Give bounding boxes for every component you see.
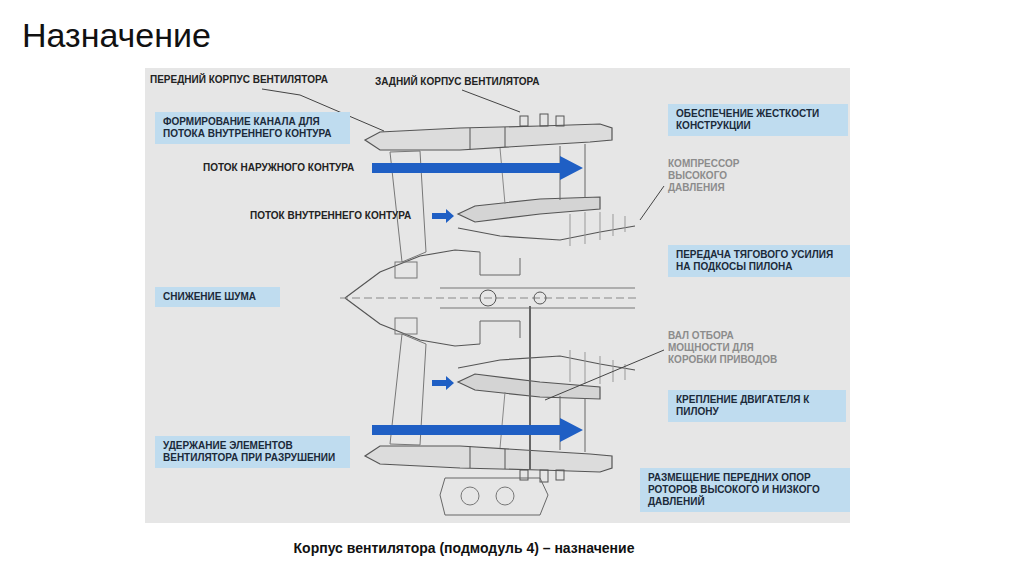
radial-shaft [529, 306, 531, 470]
box-text: УДЕРЖАНИЕ ЭЛЕМЕНТОВ ВЕНТИЛЯТОРА ПРИ РАЗР… [163, 440, 342, 464]
center-line [340, 298, 640, 299]
part-label: ПОТОК НАРУЖНОГО КОНТУРА [203, 162, 354, 174]
box-text: РАЗМЕЩЕНИЕ ПЕРЕДНИХ ОПОР РОТОРОВ ВЫСОКОГ… [648, 472, 842, 508]
picture-ground [145, 68, 850, 523]
gearbox [440, 478, 548, 515]
box-text: ОБЕСПЕЧЕНИЕ ЖЕСТКОСТИ КОНСТРУКЦИИ [676, 108, 840, 132]
part-label: ПОТОК ВНУТРЕННЕГО КОНТУРА [250, 210, 411, 222]
part-label: КОМПРЕССОР ВЫСОКОГО ДАВЛЕНИЯ [668, 158, 750, 194]
bearing [480, 290, 496, 306]
function-box: РАЗМЕЩЕНИЕ ПЕРЕДНИХ ОПОР РОТОРОВ ВЫСОКОГ… [640, 468, 850, 512]
function-box: ОБЕСПЕЧЕНИЕ ЖЕСТКОСТИ КОНСТРУКЦИИ [668, 104, 848, 136]
function-box: КРЕПЛЕНИЕ ДВИГАТЕЛЯ К ПИЛОНУ [668, 390, 846, 422]
box-text: ФОРМИРОВАНИЕ КАНАЛА ДЛЯ ПОТОКА ВНУТРЕННЕ… [163, 116, 342, 140]
function-box: ПЕРЕДАЧА ТЯГОВОГО УСИЛИЯ НА ПОДКОСЫ ПИЛО… [668, 245, 850, 277]
part-label: ВАЛ ОТБОРА МОЩНОСТИ ДЛЯ КОРОБКИ ПРИВОДОВ [668, 330, 786, 366]
bearing [534, 292, 546, 304]
box-text: КРЕПЛЕНИЕ ДВИГАТЕЛЯ К ПИЛОНУ [676, 394, 838, 418]
function-box: СНИЖЕНИЕ ШУМА [155, 287, 280, 307]
figure-caption: Корпус вентилятора (подмодуль 4) – назна… [294, 540, 635, 556]
part-label: ЗАДНИЙ КОРПУС ВЕНТИЛЯТОРА [375, 76, 540, 88]
flow-arrow [372, 156, 583, 442]
part-label: ПЕРЕДНИЙ КОРПУС ВЕНТИЛЯТОРА [150, 74, 328, 86]
box-text: ПЕРЕДАЧА ТЯГОВОГО УСИЛИЯ НА ПОДКОСЫ ПИЛО… [676, 249, 842, 273]
box-text: СНИЖЕНИЕ ШУМА [163, 291, 272, 303]
function-box: ФОРМИРОВАНИЕ КАНАЛА ДЛЯ ПОТОКА ВНУТРЕННЕ… [155, 112, 350, 144]
slide-title: Назначение [22, 16, 211, 55]
function-box: УДЕРЖАНИЕ ЭЛЕМЕНТОВ ВЕНТИЛЯТОРА ПРИ РАЗР… [155, 436, 350, 468]
